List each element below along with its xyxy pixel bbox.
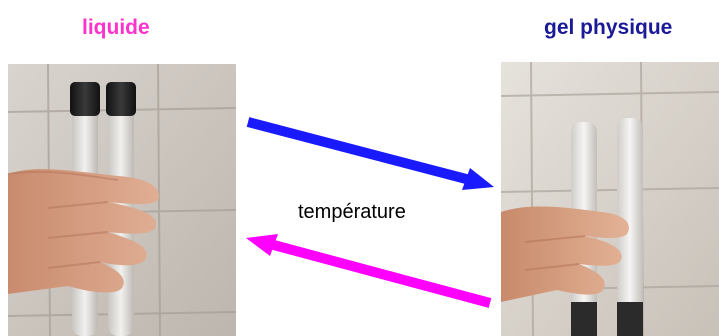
gel-tubes-photo	[501, 62, 719, 336]
liquid-state-title: liquide	[82, 16, 150, 40]
temperature-label: température	[298, 200, 406, 224]
liquid-tubes-photo	[8, 64, 236, 336]
gel-right-2	[617, 302, 643, 336]
cap-left-1	[70, 82, 100, 116]
gel-state-title: gel physique	[544, 16, 672, 40]
gel-right-1	[571, 302, 597, 336]
reverse-arrow-icon	[246, 234, 490, 303]
cap-left-2	[106, 82, 136, 116]
forward-arrow-icon	[248, 122, 494, 190]
